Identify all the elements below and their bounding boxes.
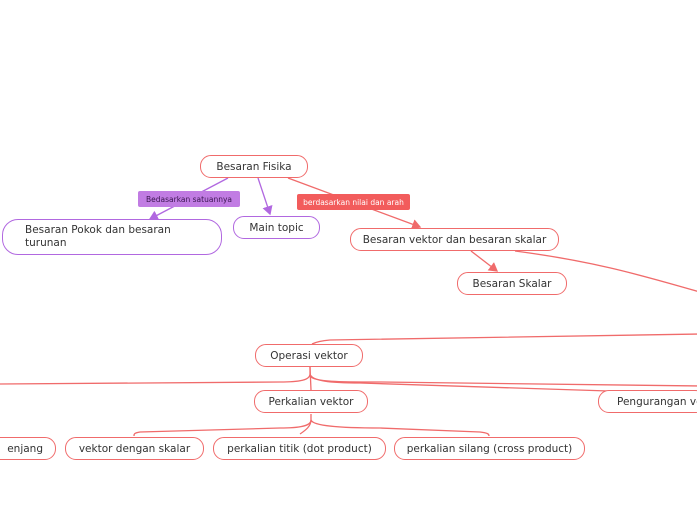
node-pengurangan-vektor[interactable]: Pengurangan vek — [598, 390, 697, 413]
node-besaran-vektor-skalar[interactable]: Besaran vektor dan besaran skalar — [350, 228, 559, 251]
edge-root-main-topic — [257, 177, 273, 216]
node-label: enjang — [7, 442, 43, 455]
node-label: Pengurangan vek — [617, 395, 697, 408]
edge-operasi-right — [309, 375, 697, 387]
edge-label-text: Bedasarkan satuannya — [146, 194, 232, 204]
edge-label-satuan: Bedasarkan satuannya — [138, 191, 240, 207]
node-besaran-skalar[interactable]: Besaran Skalar — [457, 272, 567, 295]
edge-label-nilai-arah: berdasarkan nilai dan arah — [297, 194, 410, 210]
node-label: Besaran Skalar — [472, 277, 552, 290]
edge-perkalian-children — [133, 414, 312, 437]
node-operasi-vektor[interactable]: Operasi vektor — [255, 344, 363, 367]
node-perkalian-titik[interactable]: perkalian titik (dot product) — [213, 437, 386, 460]
node-main-topic[interactable]: Main topic — [233, 216, 320, 239]
node-label: Perkalian vektor — [268, 395, 354, 408]
node-besaran-pokok[interactable]: Besaran Pokok dan besaran turunan — [2, 219, 222, 255]
node-label: vektor dengan skalar — [78, 442, 191, 455]
edge-vektor-skalar — [470, 250, 499, 272]
edge-perkalian-dot — [299, 419, 312, 435]
node-vektor-dengan-skalar[interactable]: vektor dengan skalar — [65, 437, 204, 460]
node-label: perkalian silang (cross product) — [406, 442, 573, 455]
node-perkalian-vektor[interactable]: Perkalian vektor — [254, 390, 368, 413]
node-besaran-fisika[interactable]: Besaran Fisika — [200, 155, 308, 178]
edge-operasi-perkalian — [309, 366, 312, 391]
node-perkalian-silang[interactable]: perkalian silang (cross product) — [394, 437, 585, 460]
node-label: Main topic — [249, 221, 304, 234]
node-label: Besaran Fisika — [216, 160, 292, 173]
node-label: Operasi vektor — [270, 349, 348, 362]
edge-vektor-offscreen — [514, 250, 697, 292]
edge-operasi-left — [0, 367, 311, 385]
edge-offscreen-operasi — [311, 333, 697, 345]
edge-perkalian-cross — [310, 419, 490, 437]
node-jenjang[interactable]: enjang — [0, 437, 56, 460]
edge-label-text: berdasarkan nilai dan arah — [303, 197, 404, 207]
node-label: Besaran vektor dan besaran skalar — [362, 233, 547, 246]
node-label: perkalian titik (dot product) — [227, 442, 372, 455]
node-label: Besaran Pokok dan besaran turunan — [25, 224, 171, 249]
